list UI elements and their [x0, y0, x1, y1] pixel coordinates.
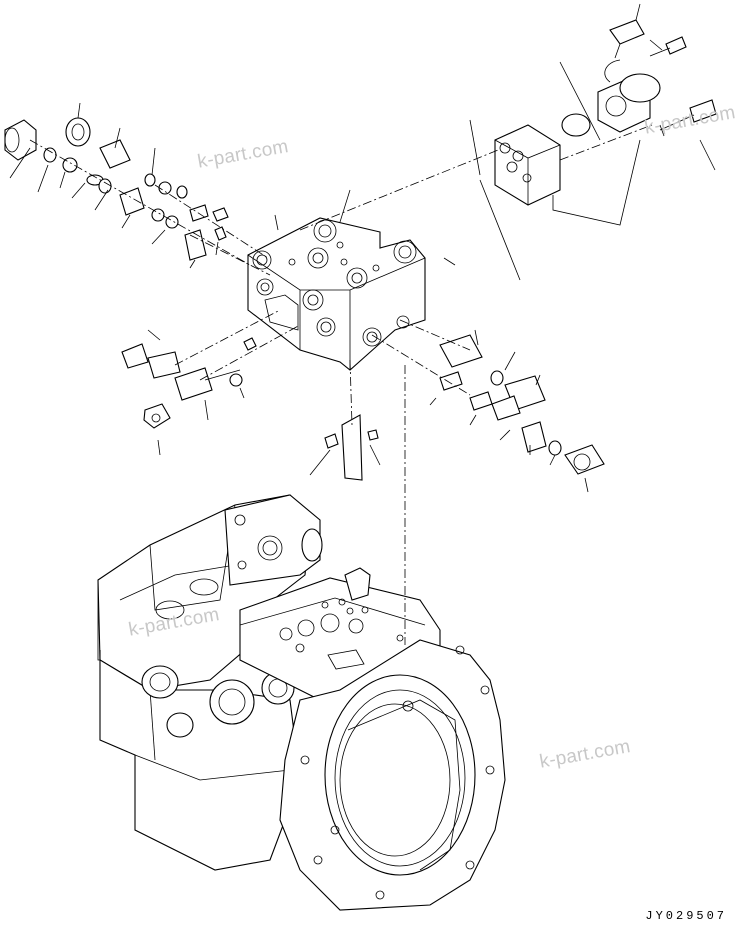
assembly-axes — [29, 124, 653, 645]
drawing-code: JY029507 — [645, 909, 727, 923]
right-parts — [324, 334, 605, 481]
reference-leaders — [9, 39, 716, 493]
left-parts — [4, 117, 257, 429]
pump-housing — [97, 494, 506, 911]
valve-body — [247, 217, 426, 371]
solenoid-assembly — [494, 3, 717, 206]
